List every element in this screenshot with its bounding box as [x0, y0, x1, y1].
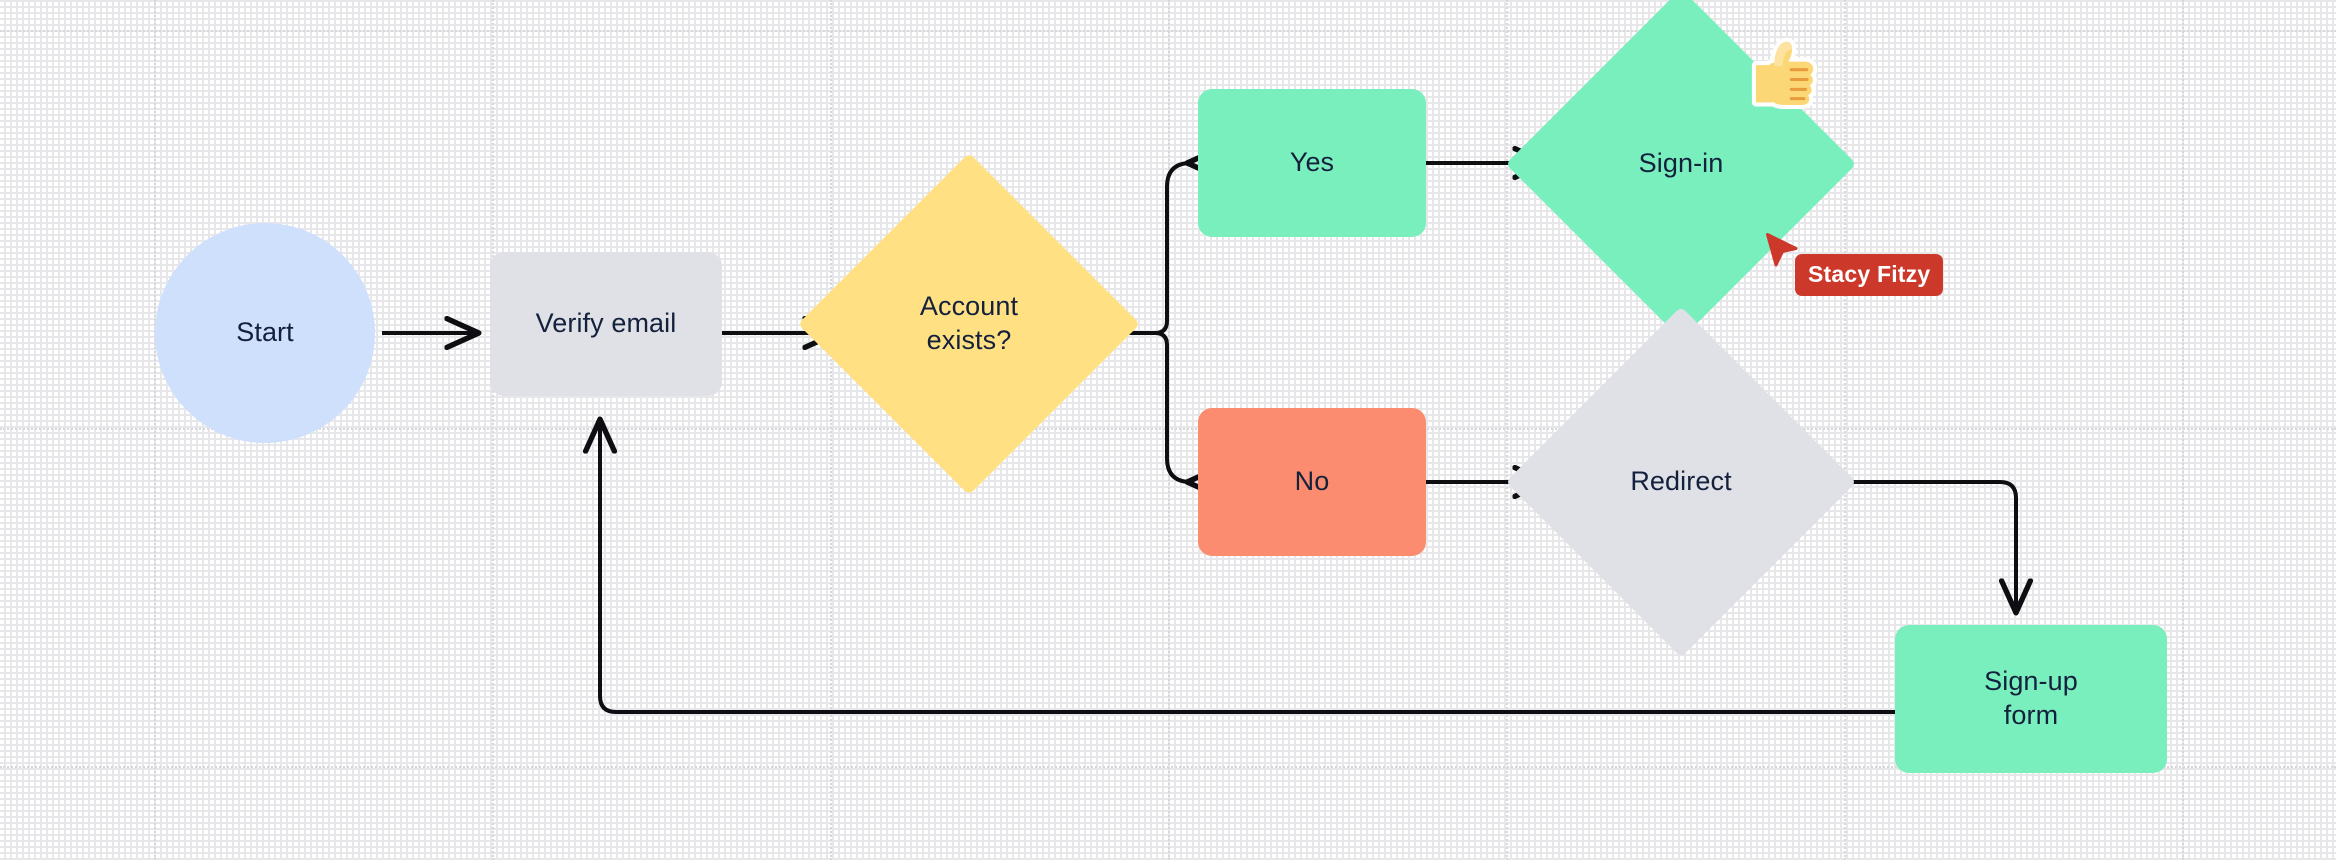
node-no[interactable]: No — [1198, 408, 1426, 556]
collaborator-name-label: Stacy Fitzy — [1795, 254, 1944, 296]
grid-vertical-rule — [1844, 0, 1846, 860]
grid-vertical-rule — [492, 0, 494, 860]
grid-vertical-rule — [154, 0, 156, 860]
grid-vertical-rule — [1506, 0, 1508, 860]
node-sign-up-form[interactable]: Sign-up form — [1895, 625, 2167, 773]
collaborator-cursor: Stacy Fitzy — [1765, 232, 1944, 296]
cursor-pointer-icon — [1766, 233, 1798, 267]
grid-vertical-rule — [830, 0, 832, 860]
node-start[interactable]: Start — [155, 223, 375, 443]
node-sign-up-form-label: Sign-up form — [1984, 666, 2078, 730]
node-sign-in[interactable]: Sign-in — [1505, 0, 1857, 340]
node-verify-email-label: Verify email — [535, 308, 677, 339]
grid-horizontal-rule — [0, 30, 2336, 32]
node-yes-label: Yes — [1289, 147, 1335, 178]
node-redirect[interactable]: Redirect — [1505, 306, 1857, 658]
node-sign-in-label: Sign-in — [1638, 148, 1724, 179]
node-no-label: No — [1294, 466, 1330, 497]
grid-vertical-rule — [1168, 0, 1170, 860]
node-account-exists[interactable]: Account exists? — [797, 152, 1141, 496]
grid-vertical-rule — [2182, 0, 2184, 860]
node-yes[interactable]: Yes — [1198, 89, 1426, 237]
node-redirect-label: Redirect — [1630, 466, 1732, 497]
node-start-label: Start — [236, 317, 294, 348]
node-account-exists-label: Account exists? — [919, 291, 1019, 355]
node-verify-email[interactable]: Verify email — [490, 252, 722, 396]
grid-horizontal-rule — [0, 428, 2336, 430]
